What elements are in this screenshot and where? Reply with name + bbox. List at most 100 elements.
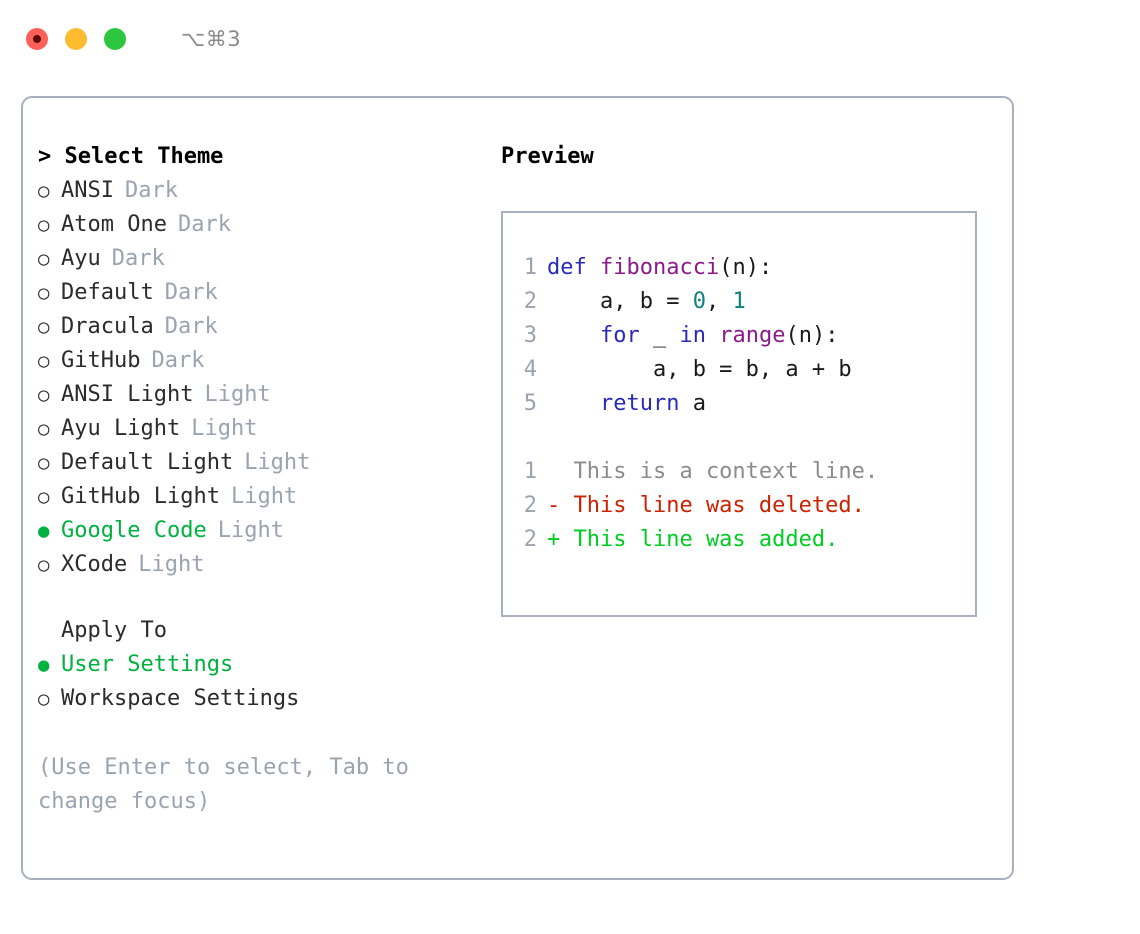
theme-option-label: Default: [61, 280, 154, 305]
theme-option-label: Dracula: [61, 314, 154, 339]
radio-unselected-icon: ○: [38, 486, 50, 508]
code-token-fn: fibonacci: [600, 255, 720, 280]
code-line: 2 a, b = 0, 1: [503, 285, 975, 319]
theme-option-ayu-light[interactable]: ○ Ayu Light Light: [38, 412, 468, 446]
theme-variant-badge: Dark: [124, 178, 178, 203]
line-number: 1: [523, 255, 537, 280]
theme-option-dracula[interactable]: ○ Dracula Dark: [38, 310, 468, 344]
code-line-text: a, b = 0, 1: [547, 285, 746, 319]
line-number: 2: [523, 289, 537, 314]
theme-variant-badge: Light: [191, 416, 258, 441]
code-token-pl: [706, 323, 719, 348]
code-token-kw: return: [599, 391, 680, 416]
titlebar: ⌥⌘3: [0, 0, 1140, 78]
code-token-kw: def: [547, 255, 587, 280]
apply-to-option-workspace-settings[interactable]: ○ Workspace Settings: [38, 682, 468, 716]
minimize-window-button[interactable]: [65, 28, 87, 50]
radio-unselected-icon: ○: [38, 350, 50, 372]
code-token-pl: a, b =: [547, 289, 693, 314]
code-line-text: for _ in range(n):: [547, 319, 838, 353]
code-diff-spacer: [503, 421, 975, 455]
window-controls: [26, 28, 126, 50]
line-number: 1: [523, 459, 537, 484]
preview-heading: Preview: [501, 144, 594, 169]
theme-variant-badge: Dark: [177, 212, 231, 237]
code-line: 5 return a: [503, 387, 975, 421]
code-token-pl: [587, 255, 600, 280]
diff-line-del: 2 - This line was deleted.: [503, 489, 975, 523]
radio-unselected-icon: ○: [38, 282, 50, 304]
keyboard-shortcut-label: ⌥⌘3: [181, 27, 242, 51]
theme-variant-badge: Light: [244, 450, 311, 475]
apply-to-option-user-settings[interactable]: ● User Settings: [38, 648, 468, 682]
code-token-pl: [547, 391, 600, 416]
code-token-pl: a: [679, 391, 706, 416]
diff-line-text: This is a context line.: [547, 459, 879, 484]
code-token-pl: ,: [705, 289, 733, 314]
code-line: 3 for _ in range(n):: [503, 319, 975, 353]
diff-line-add: 2+ This line was added.: [503, 523, 975, 557]
code-token-pl: _: [639, 323, 680, 348]
theme-option-github[interactable]: ○ GitHub Dark: [38, 344, 468, 378]
code-token-pl: (n):: [719, 255, 773, 280]
theme-variant-badge: Dark: [164, 314, 218, 339]
code-token-kw: in: [679, 323, 706, 348]
theme-option-ansi[interactable]: ○ ANSI Dark: [38, 174, 468, 208]
theme-option-label: GitHub: [61, 348, 141, 373]
code-token-num: 0: [692, 289, 706, 314]
apply-to-option-label: User Settings: [61, 652, 234, 677]
radio-unselected-icon: ○: [38, 418, 50, 440]
radio-unselected-icon: ○: [38, 316, 50, 338]
theme-variant-badge: Dark: [151, 348, 205, 373]
code-line: 4 a, b = b, a + b: [503, 353, 975, 387]
close-window-button[interactable]: [26, 28, 48, 50]
theme-variant-badge: Light: [217, 518, 284, 543]
theme-variant-badge: Light: [138, 552, 205, 577]
code-token-pl: a, b = b, a + b: [547, 357, 852, 382]
theme-option-label: Default Light: [61, 450, 234, 475]
radio-unselected-icon: ○: [38, 688, 50, 710]
code-token-num: 1: [732, 289, 746, 314]
theme-option-default[interactable]: ○ Default Dark: [38, 276, 468, 310]
code-token-kw: for: [599, 323, 640, 348]
theme-option-label: Google Code: [61, 518, 207, 543]
apply-to-heading: Apply To: [61, 618, 167, 643]
theme-variant-badge: Dark: [164, 280, 218, 305]
diff-line-text: - This line was deleted.: [547, 493, 865, 518]
radio-selected-icon: ●: [38, 654, 50, 676]
apply-to-option-label: Workspace Settings: [61, 686, 300, 711]
line-number: 2: [523, 493, 537, 518]
theme-option-label: GitHub Light: [61, 484, 220, 509]
code-line-text: return a: [547, 387, 706, 421]
maximize-window-button[interactable]: [104, 28, 126, 50]
code-token-fn: range: [719, 323, 786, 348]
theme-option-label: ANSI: [61, 178, 114, 203]
theme-variant-badge: Dark: [111, 246, 165, 271]
radio-unselected-icon: ○: [38, 180, 50, 202]
line-number: 2: [523, 527, 537, 552]
line-number: 5: [523, 391, 537, 416]
line-number: 4: [523, 357, 537, 382]
theme-option-label: Atom One: [61, 212, 167, 237]
theme-variant-badge: Light: [204, 382, 271, 407]
radio-selected-icon: ●: [38, 520, 50, 542]
section-spacer: [38, 582, 468, 614]
theme-option-label: Ayu: [61, 246, 101, 271]
theme-option-google-code[interactable]: ● Google Code Light: [38, 514, 468, 548]
keyboard-hint-text: (Use Enter to select, Tab to change focu…: [38, 755, 423, 814]
diff-sample: 1 This is a context line. 2 - This line wa…: [503, 455, 975, 557]
theme-option-label: Ayu Light: [61, 416, 181, 441]
